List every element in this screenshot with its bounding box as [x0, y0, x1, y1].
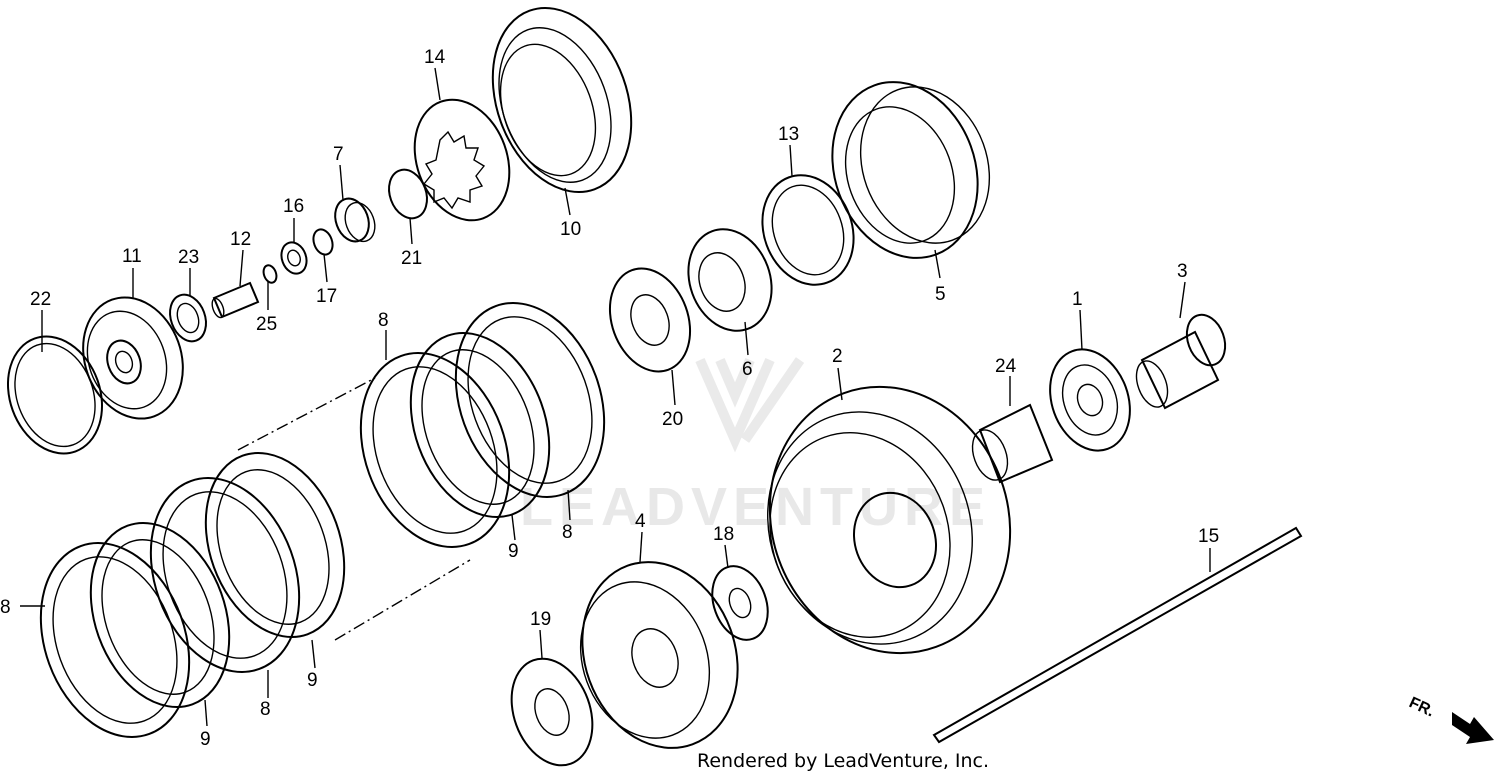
part-5-clutch-guide	[831, 81, 991, 259]
callout-8-lower: 8	[260, 699, 271, 720]
callout-9-mid: 9	[307, 670, 318, 691]
part-13-needle-bearing	[761, 174, 855, 286]
callout-11: 11	[122, 246, 142, 267]
part-3-sleeve	[1135, 313, 1227, 410]
part-23-bearing	[169, 293, 207, 343]
callout-16: 16	[283, 196, 304, 217]
callout-9-lower: 9	[200, 729, 211, 750]
callout-13: 13	[778, 124, 799, 145]
part-10-piston	[491, 7, 633, 193]
part-12-pin	[211, 281, 260, 319]
alignment-lines	[237, 377, 471, 641]
callout-15: 15	[1198, 526, 1219, 547]
leader-lines	[20, 67, 1211, 727]
clutch-plates-lower-set	[39, 452, 346, 738]
part-18-washer	[711, 565, 769, 641]
callout-8-upper: 8	[378, 310, 389, 331]
callout-4: 4	[635, 511, 646, 532]
part-4-gear-hub	[579, 561, 739, 749]
part-15-shaft	[932, 526, 1303, 744]
part-19-washer	[510, 657, 594, 767]
part-6-hub	[687, 228, 773, 332]
part-24-needle-bearing	[971, 403, 1054, 484]
callout-8-left: 8	[0, 597, 11, 618]
callout-20: 20	[662, 409, 683, 430]
part-7-collar	[334, 197, 376, 243]
part-16-nut	[280, 241, 308, 275]
part-25-o-ring	[262, 264, 278, 284]
part-1-sprocket	[1049, 348, 1131, 452]
callout-10: 10	[560, 219, 581, 240]
callout-21: 21	[401, 248, 422, 269]
callout-9-upper: 9	[508, 541, 519, 562]
render-credit: Rendered by LeadVenture, Inc.	[697, 750, 989, 772]
callout-6: 6	[742, 359, 753, 380]
part-17-washer	[312, 228, 334, 256]
callout-7: 7	[333, 144, 344, 165]
callout-numbers: 1 2 3 4 5 6 7 8 8 8 8 9 9 9 10 11 12 13 …	[0, 47, 1219, 750]
watermark-text: LEADVENTURE	[520, 477, 991, 537]
callout-8-right: 8	[562, 522, 573, 543]
callout-22: 22	[30, 289, 51, 310]
front-direction-indicator: FR.	[1406, 694, 1494, 744]
callout-24: 24	[995, 356, 1017, 377]
callout-18: 18	[713, 524, 734, 545]
part-21-ring	[388, 168, 428, 220]
callout-2: 2	[832, 346, 843, 367]
part-11-end-cover	[82, 296, 184, 420]
watermark: LEADVENTURE	[520, 357, 991, 537]
callout-14: 14	[424, 47, 446, 68]
callout-25: 25	[256, 314, 277, 335]
callout-12: 12	[230, 229, 251, 250]
part-20-thrust-washer	[608, 267, 692, 373]
part-14-spring-plate	[413, 98, 511, 222]
callout-17: 17	[316, 286, 337, 307]
callout-1: 1	[1072, 289, 1083, 310]
part-2-clutch-drum-gear	[767, 385, 1012, 655]
callout-23: 23	[178, 247, 199, 268]
front-arrow-icon	[1452, 712, 1494, 744]
callout-3: 3	[1177, 261, 1188, 282]
callout-5: 5	[935, 284, 946, 305]
front-direction-label: FR.	[1406, 694, 1437, 720]
clutch-plates-upper-set	[359, 302, 606, 548]
callout-19: 19	[530, 609, 551, 630]
